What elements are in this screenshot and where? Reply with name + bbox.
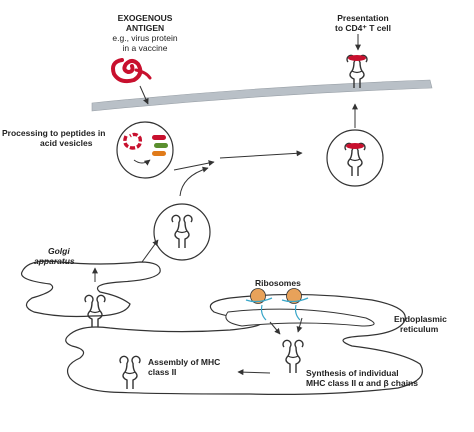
label-er: Endoplasmic reticulum	[394, 314, 447, 334]
vesicle-icon	[116, 121, 174, 179]
label-ribosomes: Ribosomes	[255, 278, 301, 288]
golgi-apparatus	[20, 260, 161, 318]
antigen-fragments-icon	[123, 132, 143, 150]
peptide-orange	[152, 151, 166, 156]
peptide-red	[152, 135, 166, 140]
plasma-membrane	[91, 79, 433, 112]
label-processing: Processing to peptides in acid vesicles	[2, 128, 106, 148]
label-presentation: Presentation to CD4⁺ T cell	[335, 13, 391, 33]
vesicle-icon	[326, 129, 384, 187]
label-exogenous-example: e.g., virus protein in a vaccine	[112, 33, 178, 53]
label-assembly: Assembly of MHC class II	[148, 357, 221, 377]
label-synthesis: Synthesis of individual MHC class II α a…	[306, 368, 418, 388]
label-golgi: Golgi apparatus	[34, 246, 75, 266]
antigen-icon	[111, 58, 152, 84]
label-exogenous-antigen: EXOGENOUS ANTIGEN	[117, 13, 173, 33]
peptide-green	[154, 143, 168, 148]
ribosome-icon	[245, 288, 309, 321]
